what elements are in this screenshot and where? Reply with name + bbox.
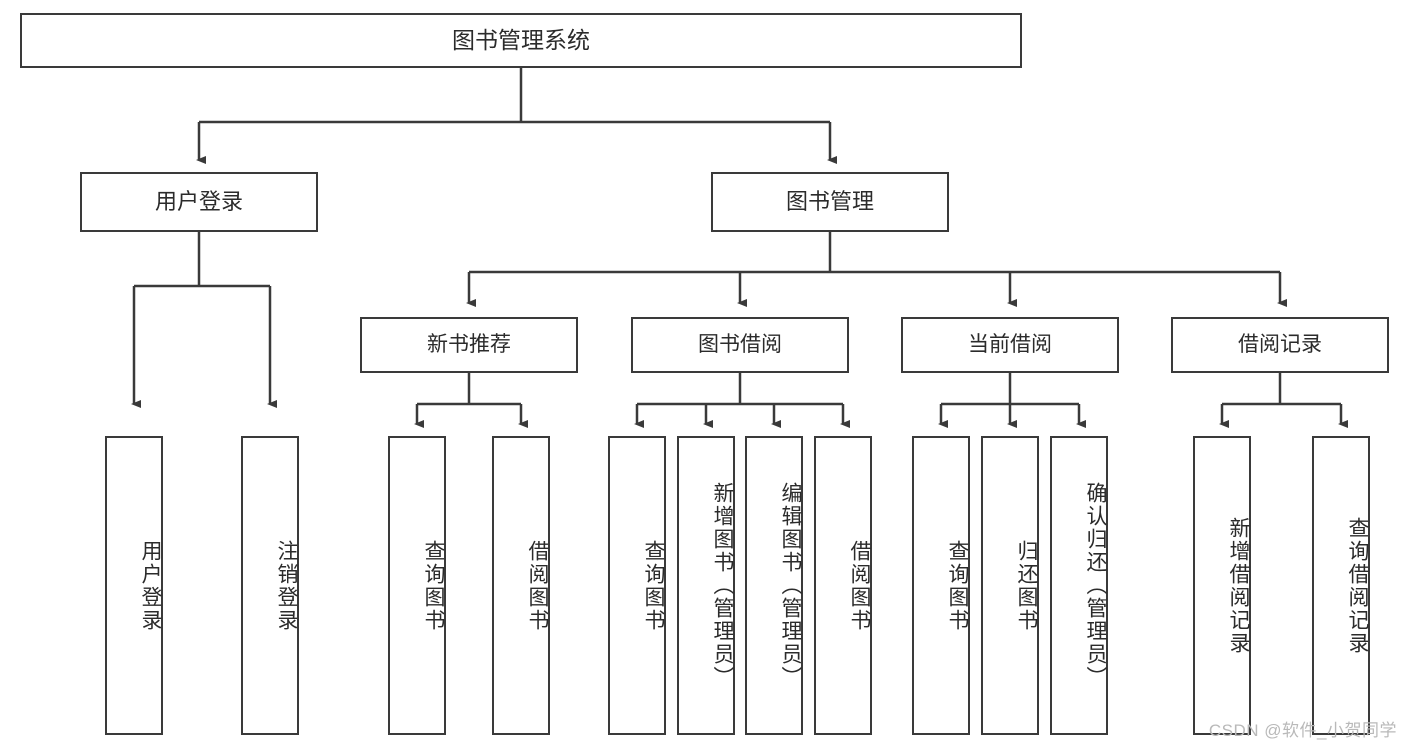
leaf-label: 编辑图书（管理员） [779,482,802,689]
leaf-label: 注销登录 [275,539,298,632]
leaf-label: 确认归还（管理员） [1084,482,1107,689]
leaf-record-query[interactable]: 查询借阅记录 [1312,436,1370,735]
node-new-book-recommend[interactable]: 新书推荐 [360,317,578,373]
leaf-borrow-borrow-book[interactable]: 借阅图书 [814,436,872,735]
node-root[interactable]: 图书管理系统 [20,13,1022,68]
leaf-label: 归还图书 [1015,539,1038,632]
node-new-book-recommend-label: 新书推荐 [427,332,511,356]
node-book-borrow[interactable]: 图书借阅 [631,317,849,373]
leaf-label: 新增图书（管理员） [711,482,734,689]
node-current-borrow-label: 当前借阅 [968,332,1052,356]
leaf-new-book-borrow[interactable]: 借阅图书 [492,436,550,735]
leaf-new-book-query[interactable]: 查询图书 [388,436,446,735]
leaf-current-return-book[interactable]: 归还图书 [981,436,1039,735]
node-borrow-record-label: 借阅记录 [1238,332,1322,356]
node-root-label: 图书管理系统 [452,27,590,54]
leaf-user-login-login[interactable]: 用户登录 [105,436,163,735]
leaf-label: 借阅图书 [848,539,871,632]
leaf-current-confirm-return[interactable]: 确认归还（管理员） [1050,436,1108,735]
leaf-label: 查询图书 [946,539,969,632]
leaf-label: 用户登录 [139,539,162,632]
leaf-label: 查询图书 [422,539,445,632]
node-user-login[interactable]: 用户登录 [80,172,318,232]
node-book-borrow-label: 图书借阅 [698,332,782,356]
leaf-borrow-edit-book[interactable]: 编辑图书（管理员） [745,436,803,735]
leaf-label: 查询借阅记录 [1346,516,1369,655]
leaf-current-query-book[interactable]: 查询图书 [912,436,970,735]
leaf-label: 新增借阅记录 [1227,516,1250,655]
leaf-borrow-add-book[interactable]: 新增图书（管理员） [677,436,735,735]
node-current-borrow[interactable]: 当前借阅 [901,317,1119,373]
leaf-label: 借阅图书 [526,539,549,632]
leaf-label: 查询图书 [642,539,665,632]
node-user-login-label: 用户登录 [154,189,243,215]
leaf-user-login-logout[interactable]: 注销登录 [241,436,299,735]
watermark: CSDN @软件_小贺同学 [1208,721,1397,740]
node-book-management[interactable]: 图书管理 [711,172,949,232]
leaf-borrow-query-book[interactable]: 查询图书 [608,436,666,735]
leaf-record-add[interactable]: 新增借阅记录 [1193,436,1251,735]
node-borrow-record[interactable]: 借阅记录 [1171,317,1389,373]
node-book-management-label: 图书管理 [785,189,874,215]
